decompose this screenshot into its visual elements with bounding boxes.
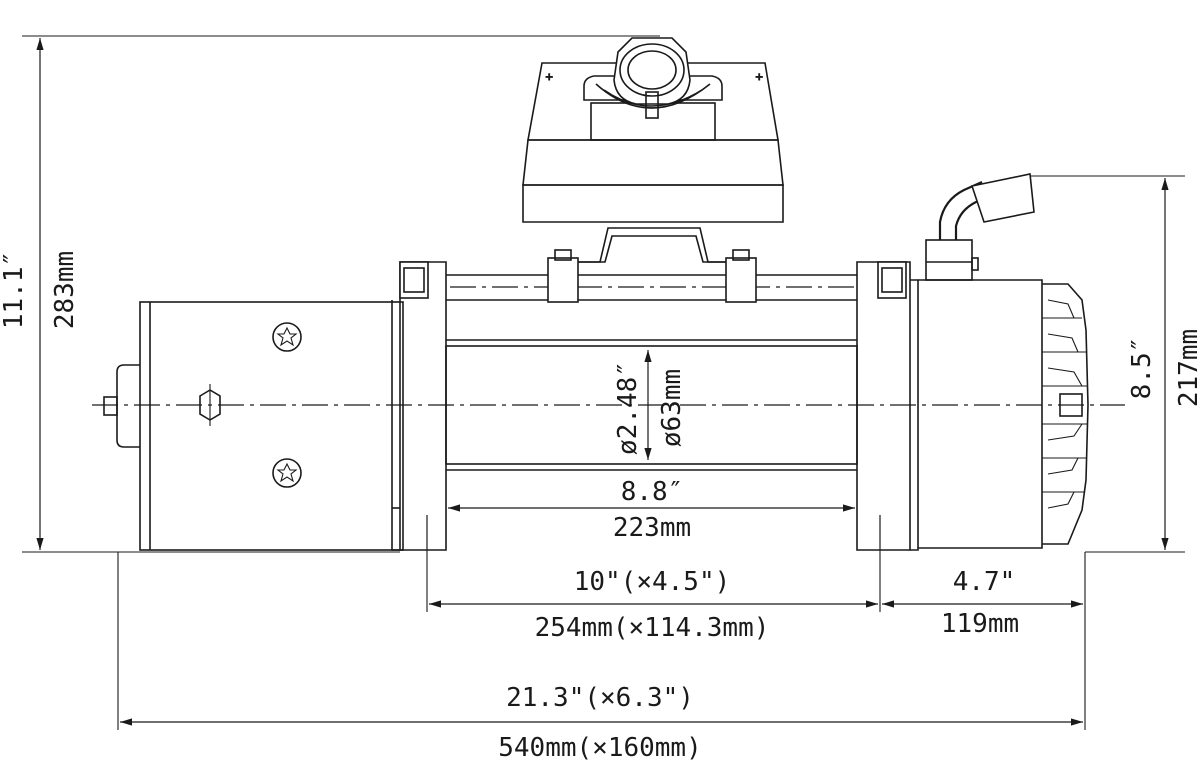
motor (103, 301, 404, 551)
right-end-frame (856, 261, 919, 551)
drum-length-inch-label: 8.8″ (621, 477, 684, 507)
gearbox-length-inch-label: 4.7" (953, 567, 1016, 597)
control-box-bracket (547, 227, 757, 303)
side-height-inch-label: 8.5″ (1127, 337, 1157, 400)
drum-diameter-inch-label: ø2.48″ (613, 361, 643, 455)
side-height-mm-label: 217mm (1174, 329, 1200, 407)
motor-screw-bottom (272, 458, 302, 488)
drum (445, 339, 858, 471)
tie-rod (446, 274, 857, 301)
drum-length-mm-label: 223mm (613, 513, 691, 543)
left-end-frame (391, 261, 447, 551)
motor-screw-top (272, 322, 302, 352)
mount-spacing-inch-label: 10"(×4.5") (574, 567, 731, 597)
svg-text:+: + (545, 72, 553, 83)
gearbox-length-mm-label: 119mm (941, 609, 1019, 639)
clutch-lever (925, 173, 1035, 281)
dimension-lines (36, 38, 1169, 726)
mount-spacing-mm-label: 254mm(×114.3mm) (535, 613, 770, 643)
overall-length-inch-label: 21.3"(×6.3") (506, 683, 694, 713)
plug-socket-icon (613, 37, 691, 119)
overall-length-mm-label: 540mm(×160mm) (498, 733, 702, 763)
svg-text:+: + (755, 72, 763, 83)
drum-diameter-mm-label: ø63mm (657, 369, 687, 447)
height-mm-label: 283mm (50, 251, 80, 329)
control-box: + + (522, 37, 784, 223)
height-inch-label: 11.1″ (0, 251, 29, 329)
gearbox (918, 279, 1089, 549)
